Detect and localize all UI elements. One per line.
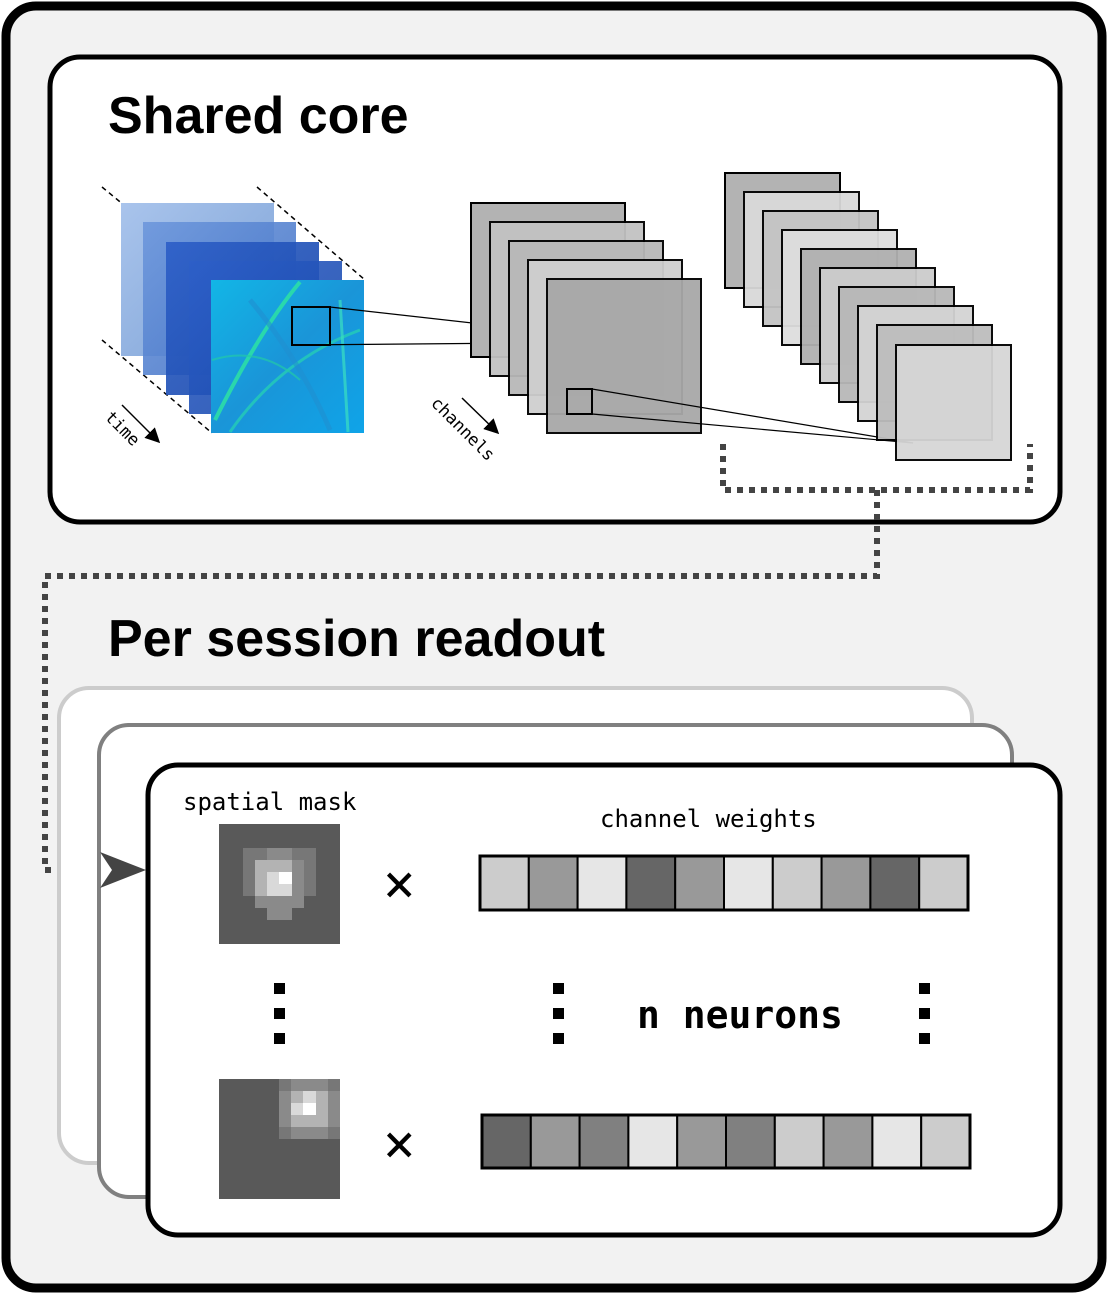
input-video-stack	[101, 186, 642, 434]
readout-title: Per session readout	[108, 610, 605, 668]
weight-cell	[871, 1114, 923, 1169]
ellipsis-left	[274, 983, 285, 1044]
channel-weights-label: channel weights	[600, 805, 817, 833]
weight-cell	[920, 1114, 972, 1169]
conv-layer-2	[724, 172, 1012, 461]
ellipsis-middle	[553, 983, 564, 1044]
weight-cell	[820, 855, 872, 911]
weight-cell	[869, 855, 921, 911]
shared-core-title: Shared core	[108, 87, 409, 145]
ellipsis-right	[919, 983, 930, 1044]
weight-cell	[676, 1114, 728, 1169]
weight-cell	[479, 855, 530, 911]
shared-core-panel: Shared core time	[42, 54, 1063, 873]
weight-cell	[576, 855, 628, 911]
weight-cell	[723, 855, 774, 911]
multiply-symbol-top: ×	[383, 852, 416, 915]
weight-row-border	[478, 854, 970, 912]
weight-cell	[527, 855, 579, 911]
weight-row-border	[480, 1113, 972, 1170]
conv-receptive-field-box	[566, 388, 593, 415]
readout-input-arrow	[100, 852, 146, 888]
spatial-mask-top	[219, 824, 340, 944]
weight-cell	[771, 855, 823, 911]
multiply-symbol-bottom: ×	[383, 1112, 416, 1175]
weight-cell	[773, 1114, 825, 1169]
weight-cell	[529, 1114, 581, 1169]
weight-cell	[822, 1114, 874, 1169]
spatial-mask-bottom	[219, 1079, 340, 1199]
core-output-connector	[42, 444, 1033, 873]
channels-arrow	[461, 397, 500, 435]
weight-cell	[918, 855, 970, 911]
spatial-mask-label: spatial mask	[183, 788, 357, 816]
weight-cell	[625, 855, 677, 911]
weight-cell	[578, 1114, 630, 1169]
channel-weights-top	[478, 854, 970, 912]
weight-cell	[725, 1114, 776, 1169]
time-arrow	[121, 404, 161, 444]
neurons-label: n neurons	[637, 993, 843, 1037]
video-frame-front	[211, 280, 364, 433]
weight-cell	[674, 855, 726, 911]
channel-weights-bottom	[480, 1113, 972, 1170]
weight-cell	[481, 1114, 532, 1169]
conv-layer-1	[470, 202, 702, 434]
weight-cell	[627, 1114, 679, 1169]
